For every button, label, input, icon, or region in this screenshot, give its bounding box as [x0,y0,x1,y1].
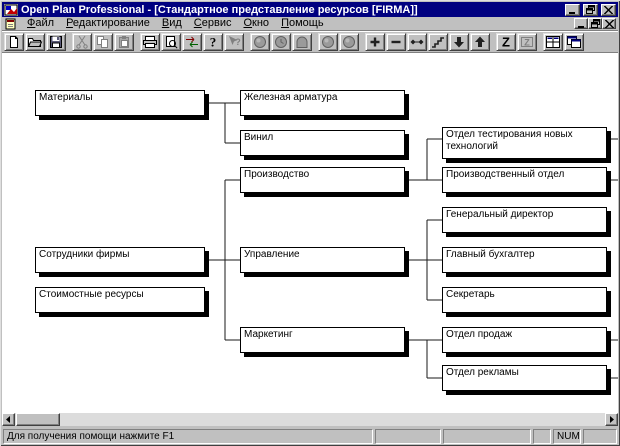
tree-node-ceo[interactable]: Генеральный директор [442,207,607,233]
tree-node-iron[interactable]: Железная арматура [240,90,405,116]
svg-text:Z: Z [524,38,530,48]
help-icon[interactable]: ? [203,33,223,51]
print-preview-icon[interactable] [161,33,181,51]
horizontal-scrollbar [2,413,618,426]
tree-node-vinyl[interactable]: Винил [240,130,405,156]
print-icon[interactable] [140,33,160,51]
status-panel-1 [375,429,441,444]
move-up-icon[interactable] [470,33,490,51]
close-icon [604,5,613,14]
zoom-z-icon[interactable]: Z [496,33,516,51]
scroll-left-button[interactable] [2,413,15,426]
tree-node-materials[interactable]: Материалы [35,90,205,116]
svg-text:?: ? [210,35,217,49]
mdi-minimize-button[interactable] [574,18,588,29]
resource-circle-icon-2 [318,33,338,51]
new-document-icon[interactable] [4,33,24,51]
menu-item-edit[interactable]: Редактирование [66,17,150,29]
tree-node-ads[interactable]: Отдел рекламы [442,365,607,391]
minimize-button[interactable] [565,3,580,16]
resource-arch-icon [292,33,312,51]
tree-node-testing[interactable]: Отдел тестирования новых технологий [442,127,607,159]
menu-item-tools[interactable]: Сервис [193,17,232,29]
svg-text:?: ? [235,37,241,47]
tree-node-sales[interactable]: Отдел продаж [442,327,607,353]
outline-steps-icon[interactable] [428,33,448,51]
close-button[interactable] [601,3,616,16]
save-icon[interactable] [46,33,66,51]
scrollbar-thumb[interactable] [16,413,60,426]
link-nodes-icon[interactable] [407,33,427,51]
tree-node-production[interactable]: Производство [240,167,405,193]
menu-item-help[interactable]: Помощь [281,17,324,29]
move-down-icon[interactable] [449,33,469,51]
menu-item-window[interactable]: Окно [243,17,270,29]
tree-node-management[interactable]: Управление [240,247,405,273]
mdi-close-button[interactable] [602,18,616,29]
scrollbar-track[interactable] [60,413,605,426]
svg-text:Z: Z [502,35,510,49]
status-help-text: Для получения помощи нажмите F1 [3,429,373,444]
menu-item-file[interactable]: Файл [27,17,55,29]
menu-bar: Файл Редактирование Вид Сервис Окно Помо… [2,17,618,31]
tile-windows-icon[interactable] [543,33,563,51]
resource-tree-canvas: Материалы Железная арматура Винил Сотруд… [2,52,618,413]
tree-node-marketing[interactable]: Маркетинг [240,327,405,353]
restore-button[interactable] [583,3,598,16]
minimize-icon [569,11,575,14]
open-file-icon[interactable] [25,33,45,51]
mdi-restore-button[interactable] [588,18,602,29]
paste-icon [114,33,134,51]
context-help-icon: ? [224,33,244,51]
toolbar: ?? Z Z [2,31,618,52]
status-bar: Для получения помощи нажмите F1 NUM [2,426,618,446]
mdi-restore-icon [590,19,600,28]
add-node-icon[interactable] [365,33,385,51]
remove-node-icon[interactable] [386,33,406,51]
import-export-icon[interactable] [182,33,202,51]
tree-node-cost[interactable]: Стоимостные ресурсы [35,287,205,313]
cascade-windows-icon[interactable] [564,33,584,51]
mdi-document-icon[interactable] [4,18,18,30]
zoom-z-alt-icon: Z [517,33,537,51]
scroll-left-icon [6,416,10,423]
window-title: Open Plan Professional - [Стандартное пр… [21,3,418,16]
mdi-minimize-icon [577,25,584,28]
status-num-indicator: NUM [553,429,581,444]
tree-node-secretary[interactable]: Секретарь [442,287,607,313]
tree-node-staff[interactable]: Сотрудники фирмы [35,247,205,273]
scroll-right-icon [610,416,614,423]
mdi-close-icon [604,19,614,28]
menu-item-view[interactable]: Вид [161,17,182,29]
scroll-right-button[interactable] [605,413,618,426]
title-bar: Open Plan Professional - [Стандартное пр… [2,2,618,17]
restore-icon [586,5,595,14]
status-panel-4 [583,429,617,444]
resource-circle-icon-3 [339,33,359,51]
app-icon [4,3,18,16]
status-panel-3 [533,429,551,444]
resource-circle-icon [250,33,270,51]
status-panel-2 [443,429,531,444]
copy-icon [93,33,113,51]
tree-node-proddept[interactable]: Производственный отдел [442,167,607,193]
resource-clock-icon [271,33,291,51]
cut-icon [72,33,92,51]
tree-node-accountant[interactable]: Главный бухгалтер [442,247,607,273]
